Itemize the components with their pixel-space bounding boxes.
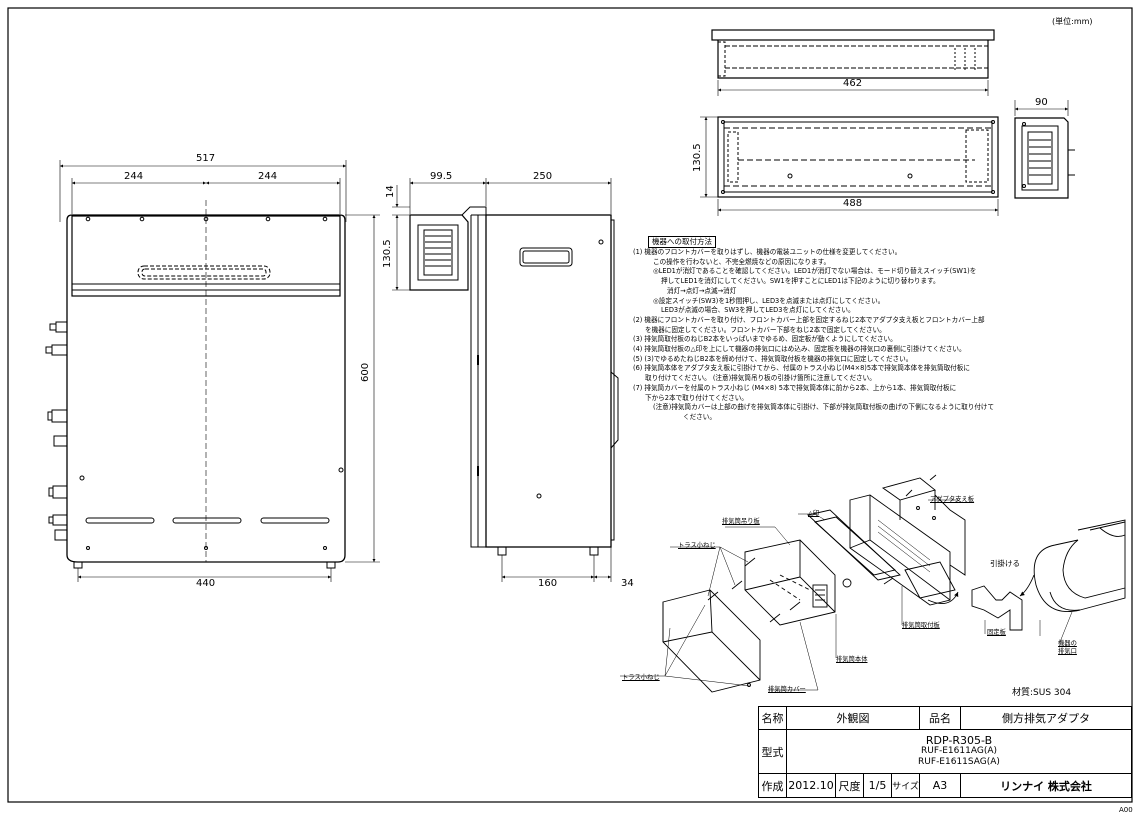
model-label: 型式 [758, 729, 787, 774]
label-fixing-plate: 固定板 [987, 629, 1006, 636]
end-view [1014, 100, 1075, 199]
dim-side-bottom: 160 [538, 578, 558, 589]
dim-side-top-left: 99.5 [430, 171, 453, 182]
dim-side-offset: 14 [385, 185, 396, 198]
instruction-line: ください。 [683, 412, 716, 421]
label-adapter-plate: アダプタ支え板 [930, 496, 975, 503]
created-label: 作成 [758, 773, 787, 798]
dim-plan-height: 130.5 [692, 143, 703, 172]
dim-side-bottom-right: 34 [621, 578, 634, 589]
top-view [711, 29, 995, 96]
material-note: 材質:SUS 304 [1012, 688, 1072, 698]
dim-end-width: 90 [1035, 97, 1048, 108]
drawing-code: A00 [1119, 806, 1133, 814]
dim-plan-width: 488 [843, 198, 863, 209]
instruction-line: 取り付けてください。 (注意)排気筒吊り板の引掛け箇所に注意してください。 [645, 374, 876, 383]
instruction-line: (4) 排気筒取付板の△印を上にして機器の排気口にはめ込み、固定板を機器の排気口… [633, 345, 966, 354]
label-exhaust-body: 排気筒本体 [836, 656, 868, 663]
scale-label: 尺度 [835, 773, 864, 798]
dim-front-height: 600 [360, 362, 371, 382]
unit-note: (単位:mm) [1052, 17, 1093, 26]
company-name: リンナイ 株式会社 [960, 773, 1132, 798]
instruction-line: ◎LED1が消灯であることを確認してください。LED1が消灯でない場合は、モード… [653, 267, 977, 276]
instruction-line: (6) 排気筒本体をアダプタ支え板に引掛けてから、付属のトラス小ねじ(M4×8)… [633, 364, 970, 373]
dim-top-width: 462 [843, 78, 863, 89]
model-main: RDP-R305-B [925, 734, 993, 747]
instruction-line: 下から2本で取り付けてください。 [645, 393, 748, 402]
instruction-line: 消灯→点灯→点滅→消灯 [667, 286, 737, 295]
label-triangle-mark: △印 [808, 510, 820, 517]
instructions-heading: 機器への取付方法 [648, 236, 716, 248]
instruction-line: 押してLED1を消灯にしてください。SW1を押すことにLED1は下記のように切り… [661, 277, 940, 286]
model-sub-1: RUF-E1611AG(A) [920, 746, 997, 756]
instruction-line: (2) 機器にフロントカバーを取り付け、フロントカバー上部を固定するねじ2本でア… [633, 315, 985, 324]
plan-view [700, 116, 999, 216]
label-truss-screw-lower: トラス小ねじ [622, 674, 660, 681]
instruction-line: (5) (3)でゆるめたねじB2本を締め付けて、排気筒取付板を機器の排気口に固定… [633, 354, 913, 363]
model-value: RDP-R305-B RUF-E1611AG(A) RUF-E1611SAG(A… [786, 729, 1132, 774]
dim-front-bottom: 440 [196, 578, 216, 589]
model-sub-2: RUF-E1611SAG(A) [918, 757, 1000, 767]
label-exhaust-cover: 排気筒カバー [768, 686, 806, 693]
size-label: サイズ [891, 773, 920, 798]
instruction-line: (3) 排気筒取付板のねじB2本をいっぱいまでゆるめ、固定板が動くようにしてくだ… [633, 335, 897, 344]
label-truss-screw-upper: トラス小ねじ [678, 542, 716, 549]
instruction-line: この操作を行わないと、不完全燃焼などの原因になります。 [653, 257, 831, 266]
scale-value: 1/5 [863, 773, 892, 798]
label-hook: 引掛ける [990, 559, 1020, 568]
front-view [45, 160, 380, 582]
dim-side-top-depth: 250 [533, 171, 553, 182]
product-value: 側方排気アダプタ [960, 706, 1132, 730]
instruction-line: LED3が点滅の場合、SW3を押してLED3を点灯にしてください。 [661, 306, 855, 315]
label-exhaust-mount: 排気筒取付板 [902, 622, 940, 629]
instruction-line: を機器に固定してください。フロントカバー下部をねじ2本で固定してください。 [645, 325, 886, 334]
installation-instructions: 機器への取付方法 (1) 機器のフロントカバーを取りはずし、機器の電装ユニットの… [633, 236, 1133, 423]
dim-side-duct-height: 130.5 [382, 239, 393, 268]
dim-front-half-right: 244 [258, 171, 278, 182]
size-value: A3 [919, 773, 961, 798]
dim-front-width: 517 [196, 153, 216, 164]
created-value: 2012.10 [786, 773, 836, 798]
instruction-line: (1) 機器のフロントカバーを取りはずし、機器の電装ユニットの仕様を変更してくだ… [633, 248, 902, 256]
dim-front-half-left: 244 [124, 171, 144, 182]
label-exhaust-hanger: 排気筒吊り板 [722, 518, 760, 525]
name-value: 外観図 [786, 706, 920, 730]
instruction-line: (注意)排気筒カバーは上部の曲げを排気筒本体に引掛け、下部が排気筒取付板の曲げの… [653, 403, 995, 412]
instruction-line: (7) 排気筒カバーを付属のトラス小ねじ (M4×8) 5本で排気筒本体に前から… [633, 383, 957, 392]
product-label: 品名 [919, 706, 961, 730]
instruction-line: ◎設定スイッチ(SW3)を1秒間押し、LED3を点滅または点灯にしてください。 [653, 296, 885, 305]
side-view [392, 178, 619, 582]
name-label: 名称 [758, 706, 787, 730]
exploded-assembly [620, 474, 1126, 693]
label-unit-outlet: 機器の排気口 [1058, 640, 1077, 655]
title-block: 名称 外観図 品名 側方排気アダプタ 型式 RDP-R305-B RUF-E16… [758, 706, 1132, 798]
